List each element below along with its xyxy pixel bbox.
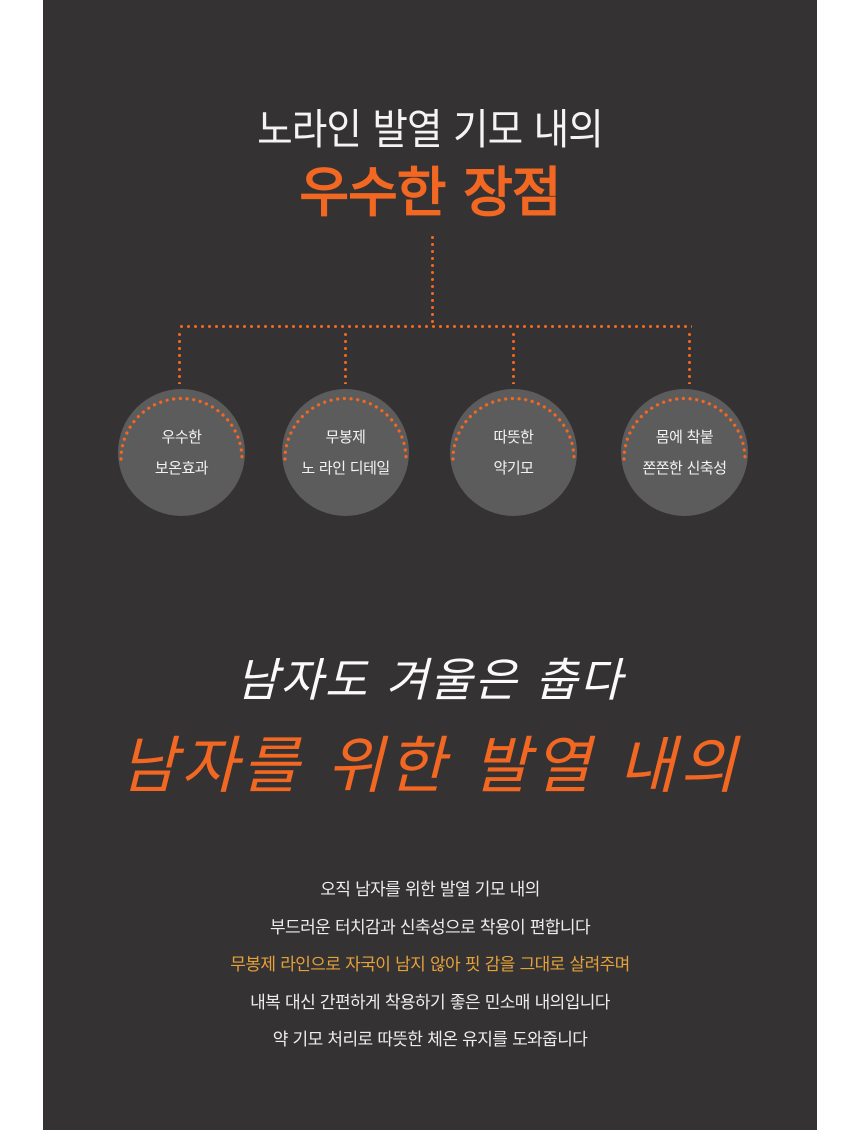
feature-circle-brushed: 따뜻한 약기모	[450, 389, 577, 516]
feature-label-line2: 보온효과	[154, 458, 209, 477]
feature-label-line1: 우수한	[161, 427, 202, 446]
feature-label-line1: 몸에 착붙	[655, 427, 714, 446]
header-subtitle: 노라인 발열 기모 내의	[257, 105, 604, 154]
connector-trunk	[431, 234, 434, 327]
dotted-arc-icon	[451, 396, 576, 461]
feature-label-line1: 따뜻한	[493, 427, 534, 446]
feature-circle-warmth: 우수한 보온효과	[118, 389, 245, 516]
feature-label-line1: 무봉제	[325, 427, 366, 446]
dotted-arc-icon	[622, 396, 747, 461]
description-line: 약 기모 처리로 따뜻한 체온 유지를 도와줍니다	[272, 1030, 588, 1050]
feature-circle-stretch: 몸에 착붙 쫀쫀한 신축성	[621, 389, 748, 516]
connector-drop-2	[344, 331, 347, 384]
header-title: 우수한 장점	[299, 161, 561, 224]
slogan-line2: 남자를 위한 발열 내의	[119, 729, 741, 802]
connector-branch-bar	[178, 325, 692, 328]
dotted-arc-icon	[283, 396, 408, 461]
feature-circle-seamless: 무봉제 노 라인 디테일	[282, 389, 409, 516]
dotted-arc-icon	[119, 396, 244, 461]
connector-drop-3	[512, 331, 515, 384]
description-line-highlighted: 무봉제 라인으로 자국이 남지 않아 핏 감을 그대로 살려주며	[230, 955, 630, 975]
connector-drop-1	[178, 331, 181, 384]
description-line: 부드러운 터치감과 신축성으로 착용이 편합니다	[269, 917, 591, 938]
description-block: 오직 남자를 위한 발열 기모 내의 부드러운 터치감과 신축성으로 착용이 편…	[0, 872, 860, 1060]
description-line: 내복 대신 간편하게 착용하기 좋은 민소매 내의입니다	[250, 992, 610, 1013]
product-detail-panel	[43, 0, 817, 1130]
slogan-line1: 남자도 겨울은 춥다	[236, 653, 624, 707]
connector-drop-4	[688, 331, 691, 384]
feature-label-line2: 쫀쫀한 신축성	[642, 458, 727, 477]
description-line: 오직 남자를 위한 발열 기모 내의	[320, 880, 540, 900]
feature-label-line2: 노 라인 디테일	[301, 458, 390, 477]
feature-label-line2: 약기모	[493, 458, 534, 477]
